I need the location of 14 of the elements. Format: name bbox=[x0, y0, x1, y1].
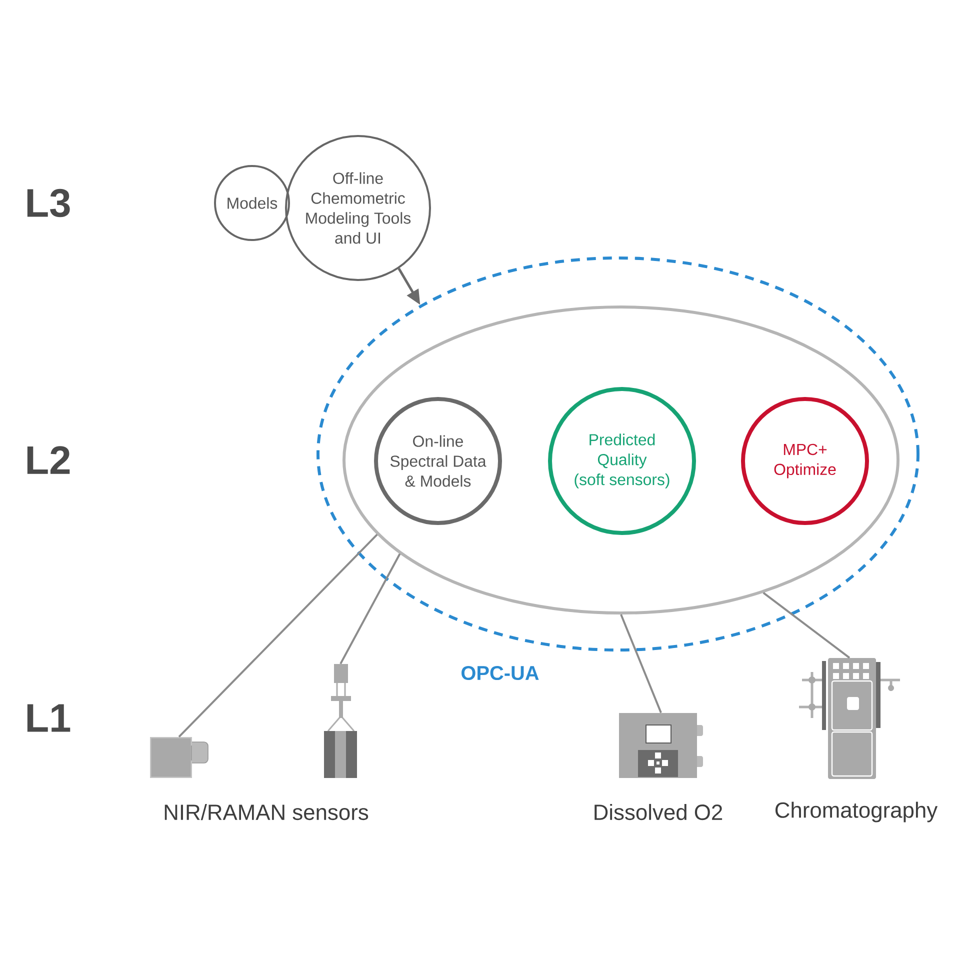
connector-line bbox=[340, 553, 401, 664]
device-caption: Dissolved O2 bbox=[594, 804, 722, 820]
device-caption: Chromatography bbox=[776, 802, 938, 822]
connector-line bbox=[762, 592, 850, 659]
level-label: L2 bbox=[27, 446, 70, 474]
ellipse-outline bbox=[342, 306, 900, 614]
network-label: OPC-UA bbox=[462, 666, 539, 680]
level-label: L3 bbox=[27, 188, 70, 218]
camera-sensor-picture bbox=[150, 737, 208, 778]
connector-line bbox=[620, 614, 662, 714]
probe-sensor-picture bbox=[324, 664, 357, 778]
level-label: L1 bbox=[27, 704, 70, 732]
connector-line bbox=[178, 534, 378, 738]
group-caption: NIR/RAMAN sensors bbox=[164, 804, 368, 820]
